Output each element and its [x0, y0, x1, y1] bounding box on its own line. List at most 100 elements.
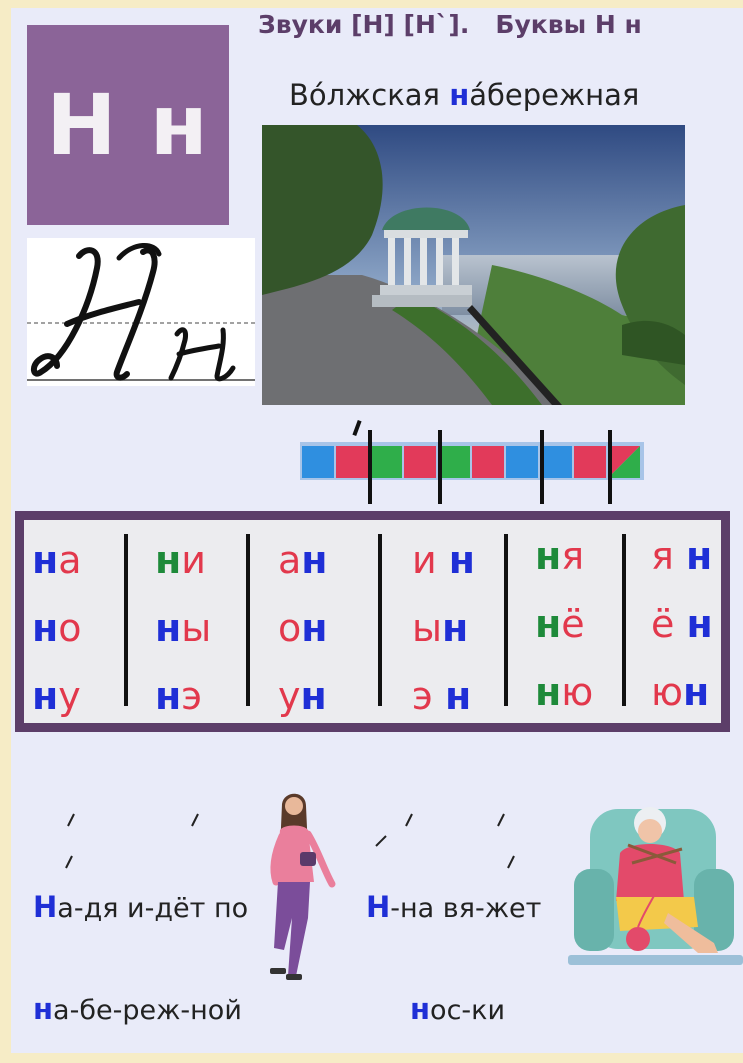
scheme-square: [608, 446, 640, 478]
subtitle: Во́лжская на́бережная: [289, 78, 639, 112]
syllable: он: [278, 598, 388, 666]
syllable: и н: [412, 530, 522, 598]
stress-marks-2: [375, 813, 515, 869]
stress-marks-1: [65, 813, 199, 869]
column-divider: [124, 534, 128, 706]
cursive-letters: [27, 238, 255, 386]
walking-girl-illustration: [270, 793, 336, 980]
syllable-letter: н: [535, 670, 562, 714]
syllable: но: [32, 598, 142, 666]
syllable-letter: я: [561, 534, 585, 578]
syllable-letter: ё: [651, 602, 687, 646]
syllable-letter: э: [412, 674, 445, 718]
subtitle-highlight: н: [449, 78, 470, 112]
syllable: на: [32, 530, 142, 598]
syllable-letter: о: [278, 606, 302, 650]
sentence-1-line-1: а-дя и-дёт по: [57, 893, 249, 924]
syllable-column: ни ны нэ: [155, 530, 265, 720]
page-title: Звуки [Н] [Н`]. Буквы Н н: [258, 10, 642, 39]
sentence-2-line-1: -на вя-жет: [390, 893, 542, 924]
syllable-letter: н: [155, 674, 182, 718]
scheme-square: [506, 446, 538, 478]
syllable: нэ: [155, 666, 265, 734]
scheme-square: [472, 446, 504, 478]
scheme-square: [336, 446, 368, 478]
syllable-letter: н: [32, 674, 59, 718]
scheme-square: [438, 446, 470, 478]
letter-tile-text: Н н: [46, 76, 210, 174]
embankment-photo: [262, 125, 685, 405]
syllable-column: ня нё ню: [535, 530, 645, 720]
subtitle-after: а́бережная: [469, 78, 640, 112]
syllable-letter: н: [32, 538, 59, 582]
syllable-letter: н: [686, 602, 713, 646]
syllable-letter: н: [442, 606, 469, 650]
syllable: юн: [651, 666, 743, 734]
sentence-1-letter: н: [33, 992, 54, 1026]
letter-tile: Н н: [27, 25, 229, 225]
sentence-2-line-2: ос-ки: [430, 995, 506, 1026]
syllable-letter: н: [301, 538, 328, 582]
sound-scheme: [300, 419, 650, 508]
syllable: нё: [535, 598, 645, 666]
syllable-column: и н ын э н: [412, 530, 522, 720]
syllable: ня: [535, 530, 645, 598]
syllable-letter: н: [301, 606, 328, 650]
column-divider: [246, 534, 250, 706]
syllable-letter: н: [535, 534, 562, 578]
column-divider: [622, 534, 626, 706]
syllable: ын: [412, 598, 522, 666]
cursive-letters-image: [27, 243, 255, 382]
sentence-1-letter: Н: [33, 890, 58, 924]
syllable-letter: ы: [412, 606, 443, 650]
syllable-letter: ю: [561, 670, 594, 714]
syllable: ун: [278, 666, 388, 734]
syllable-letter: ю: [651, 670, 683, 714]
syllable-letter: у: [58, 674, 81, 718]
syllable-letter: н: [300, 674, 327, 718]
sentence-2-letter: Н: [366, 890, 391, 924]
syllable-column: я н ё н юн: [651, 530, 743, 720]
syllable-letter: н: [155, 606, 182, 650]
syllable-letter: а: [58, 538, 82, 582]
scheme-square: [404, 446, 436, 478]
stress-mark: [352, 419, 362, 437]
syllable: ну: [32, 666, 142, 734]
subtitle-before: Во́лжская: [289, 78, 450, 112]
column-divider: [378, 534, 382, 706]
syllable-letter: и: [412, 538, 449, 582]
embankment-photo-image: [262, 125, 685, 405]
syllable-letter: о: [58, 606, 82, 650]
syllable-letter: у: [278, 674, 301, 718]
syllable: ни: [155, 530, 265, 598]
sentence-2: Н-на вя-жет нос-ки: [366, 828, 541, 1063]
syllable-letter: н: [683, 670, 710, 714]
sentence-1-line-2: а-бе-реж-ной: [53, 995, 242, 1026]
syllable-column: на но ну: [32, 530, 142, 720]
syllable-letter: ы: [181, 606, 212, 650]
knitting-grandma-illustration: [568, 807, 743, 965]
syllable-letter: н: [155, 538, 182, 582]
syllable: ан: [278, 530, 388, 598]
syllable-letter: а: [278, 538, 302, 582]
scheme-square: [540, 446, 572, 478]
syllable-letter: н: [685, 534, 713, 578]
syllable-letter: и: [181, 538, 206, 582]
syllable-letter: н: [444, 674, 472, 718]
syllable-letter: н: [448, 538, 476, 582]
syllable-letter: я: [651, 534, 686, 578]
scheme-square: [574, 446, 606, 478]
column-divider: [504, 534, 508, 706]
syllable-table: на но ну ни ны нэ ан он ун и н ын э н ня…: [15, 511, 730, 732]
syllable: ё н: [651, 598, 743, 666]
sound-scheme-diagram: [300, 419, 644, 504]
syllable-letter: н: [535, 602, 562, 646]
syllable-letter: ё: [561, 602, 585, 646]
syllable: я н: [651, 530, 743, 598]
sentence-2-letter: н: [410, 992, 431, 1026]
syllable: ны: [155, 598, 265, 666]
syllable-letter: э: [181, 674, 203, 718]
syllable: ню: [535, 666, 645, 734]
sentence-1: На-дя и-дёт по на-бе-реж-ной: [33, 828, 248, 1063]
scheme-square: [370, 446, 402, 478]
